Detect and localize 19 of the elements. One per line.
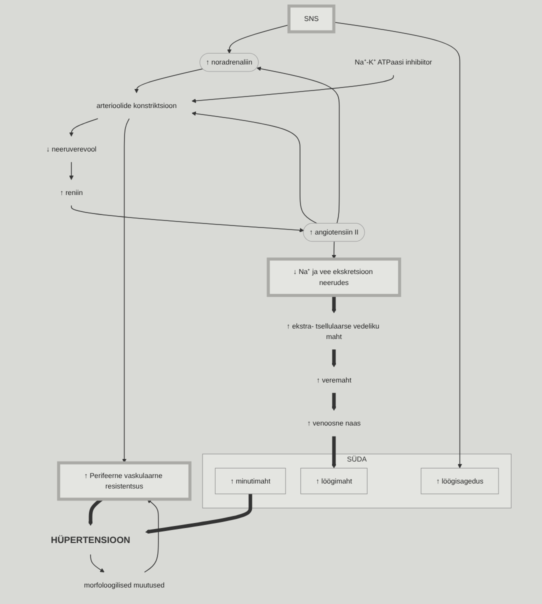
- arrow: [69, 118, 98, 137]
- arrow: [90, 554, 104, 572]
- node-text: HÜPERTENSIOON: [50, 534, 130, 545]
- arrow: [191, 74, 394, 103]
- arrow: [88, 498, 103, 526]
- arrow: [122, 118, 130, 464]
- arrow: [70, 205, 304, 232]
- arrow: [332, 295, 336, 314]
- arrow: [134, 68, 203, 94]
- arrow: [332, 436, 336, 468]
- arrow: [256, 66, 340, 224]
- arrow: [332, 392, 336, 411]
- arrow: [144, 499, 159, 573]
- arrow: [69, 162, 74, 180]
- arrow: [332, 241, 336, 260]
- arrow: [226, 24, 290, 54]
- arrow: [333, 22, 462, 468]
- arrow: [191, 111, 318, 224]
- arrow: [332, 349, 336, 368]
